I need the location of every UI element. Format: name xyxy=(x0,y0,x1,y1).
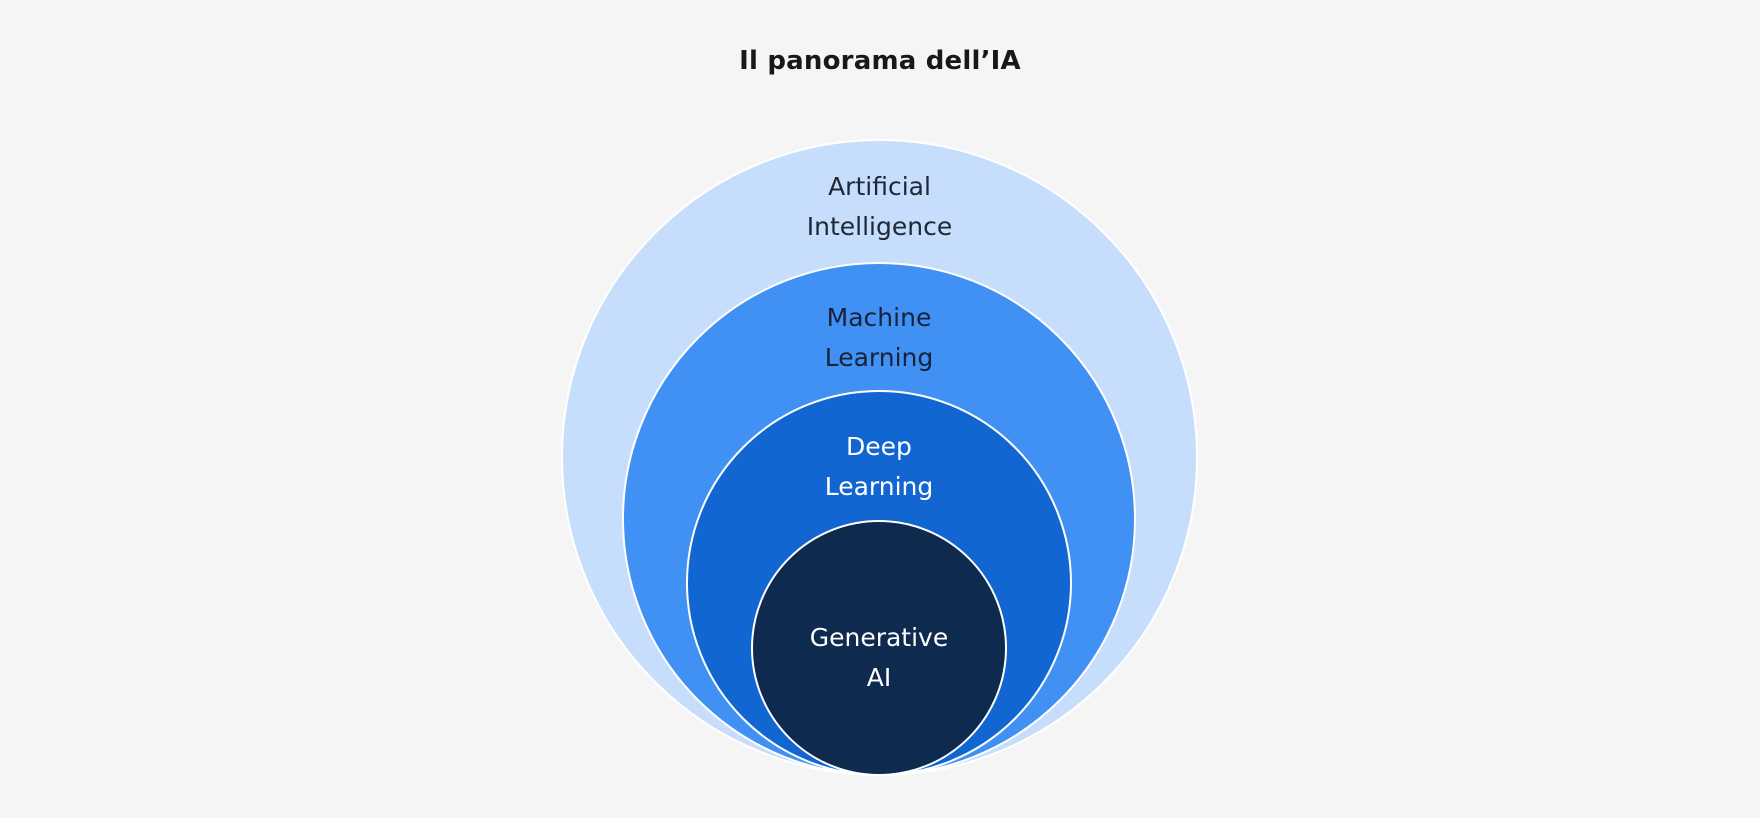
label-line-1: Deep xyxy=(846,432,912,461)
page-title: Il panorama dell’IA xyxy=(739,46,1021,76)
label-line-2: Intelligence xyxy=(806,212,953,241)
label-line-1: Machine xyxy=(826,303,932,332)
label-line-2: AI xyxy=(866,663,892,692)
circle-label-deep-learning: Deep Learning xyxy=(688,427,1070,507)
circle-generative-ai: Generative AI xyxy=(751,520,1007,776)
circle-label-generative-ai: Generative AI xyxy=(753,618,1005,698)
label-line-1: Artificial xyxy=(828,172,931,201)
label-line-2: Learning xyxy=(824,343,934,372)
circle-label-artificial-intelligence: Artificial Intelligence xyxy=(563,167,1196,247)
label-line-1: Generative xyxy=(809,623,949,652)
label-line-2: Learning xyxy=(824,472,934,501)
circle-label-machine-learning: Machine Learning xyxy=(624,298,1134,378)
